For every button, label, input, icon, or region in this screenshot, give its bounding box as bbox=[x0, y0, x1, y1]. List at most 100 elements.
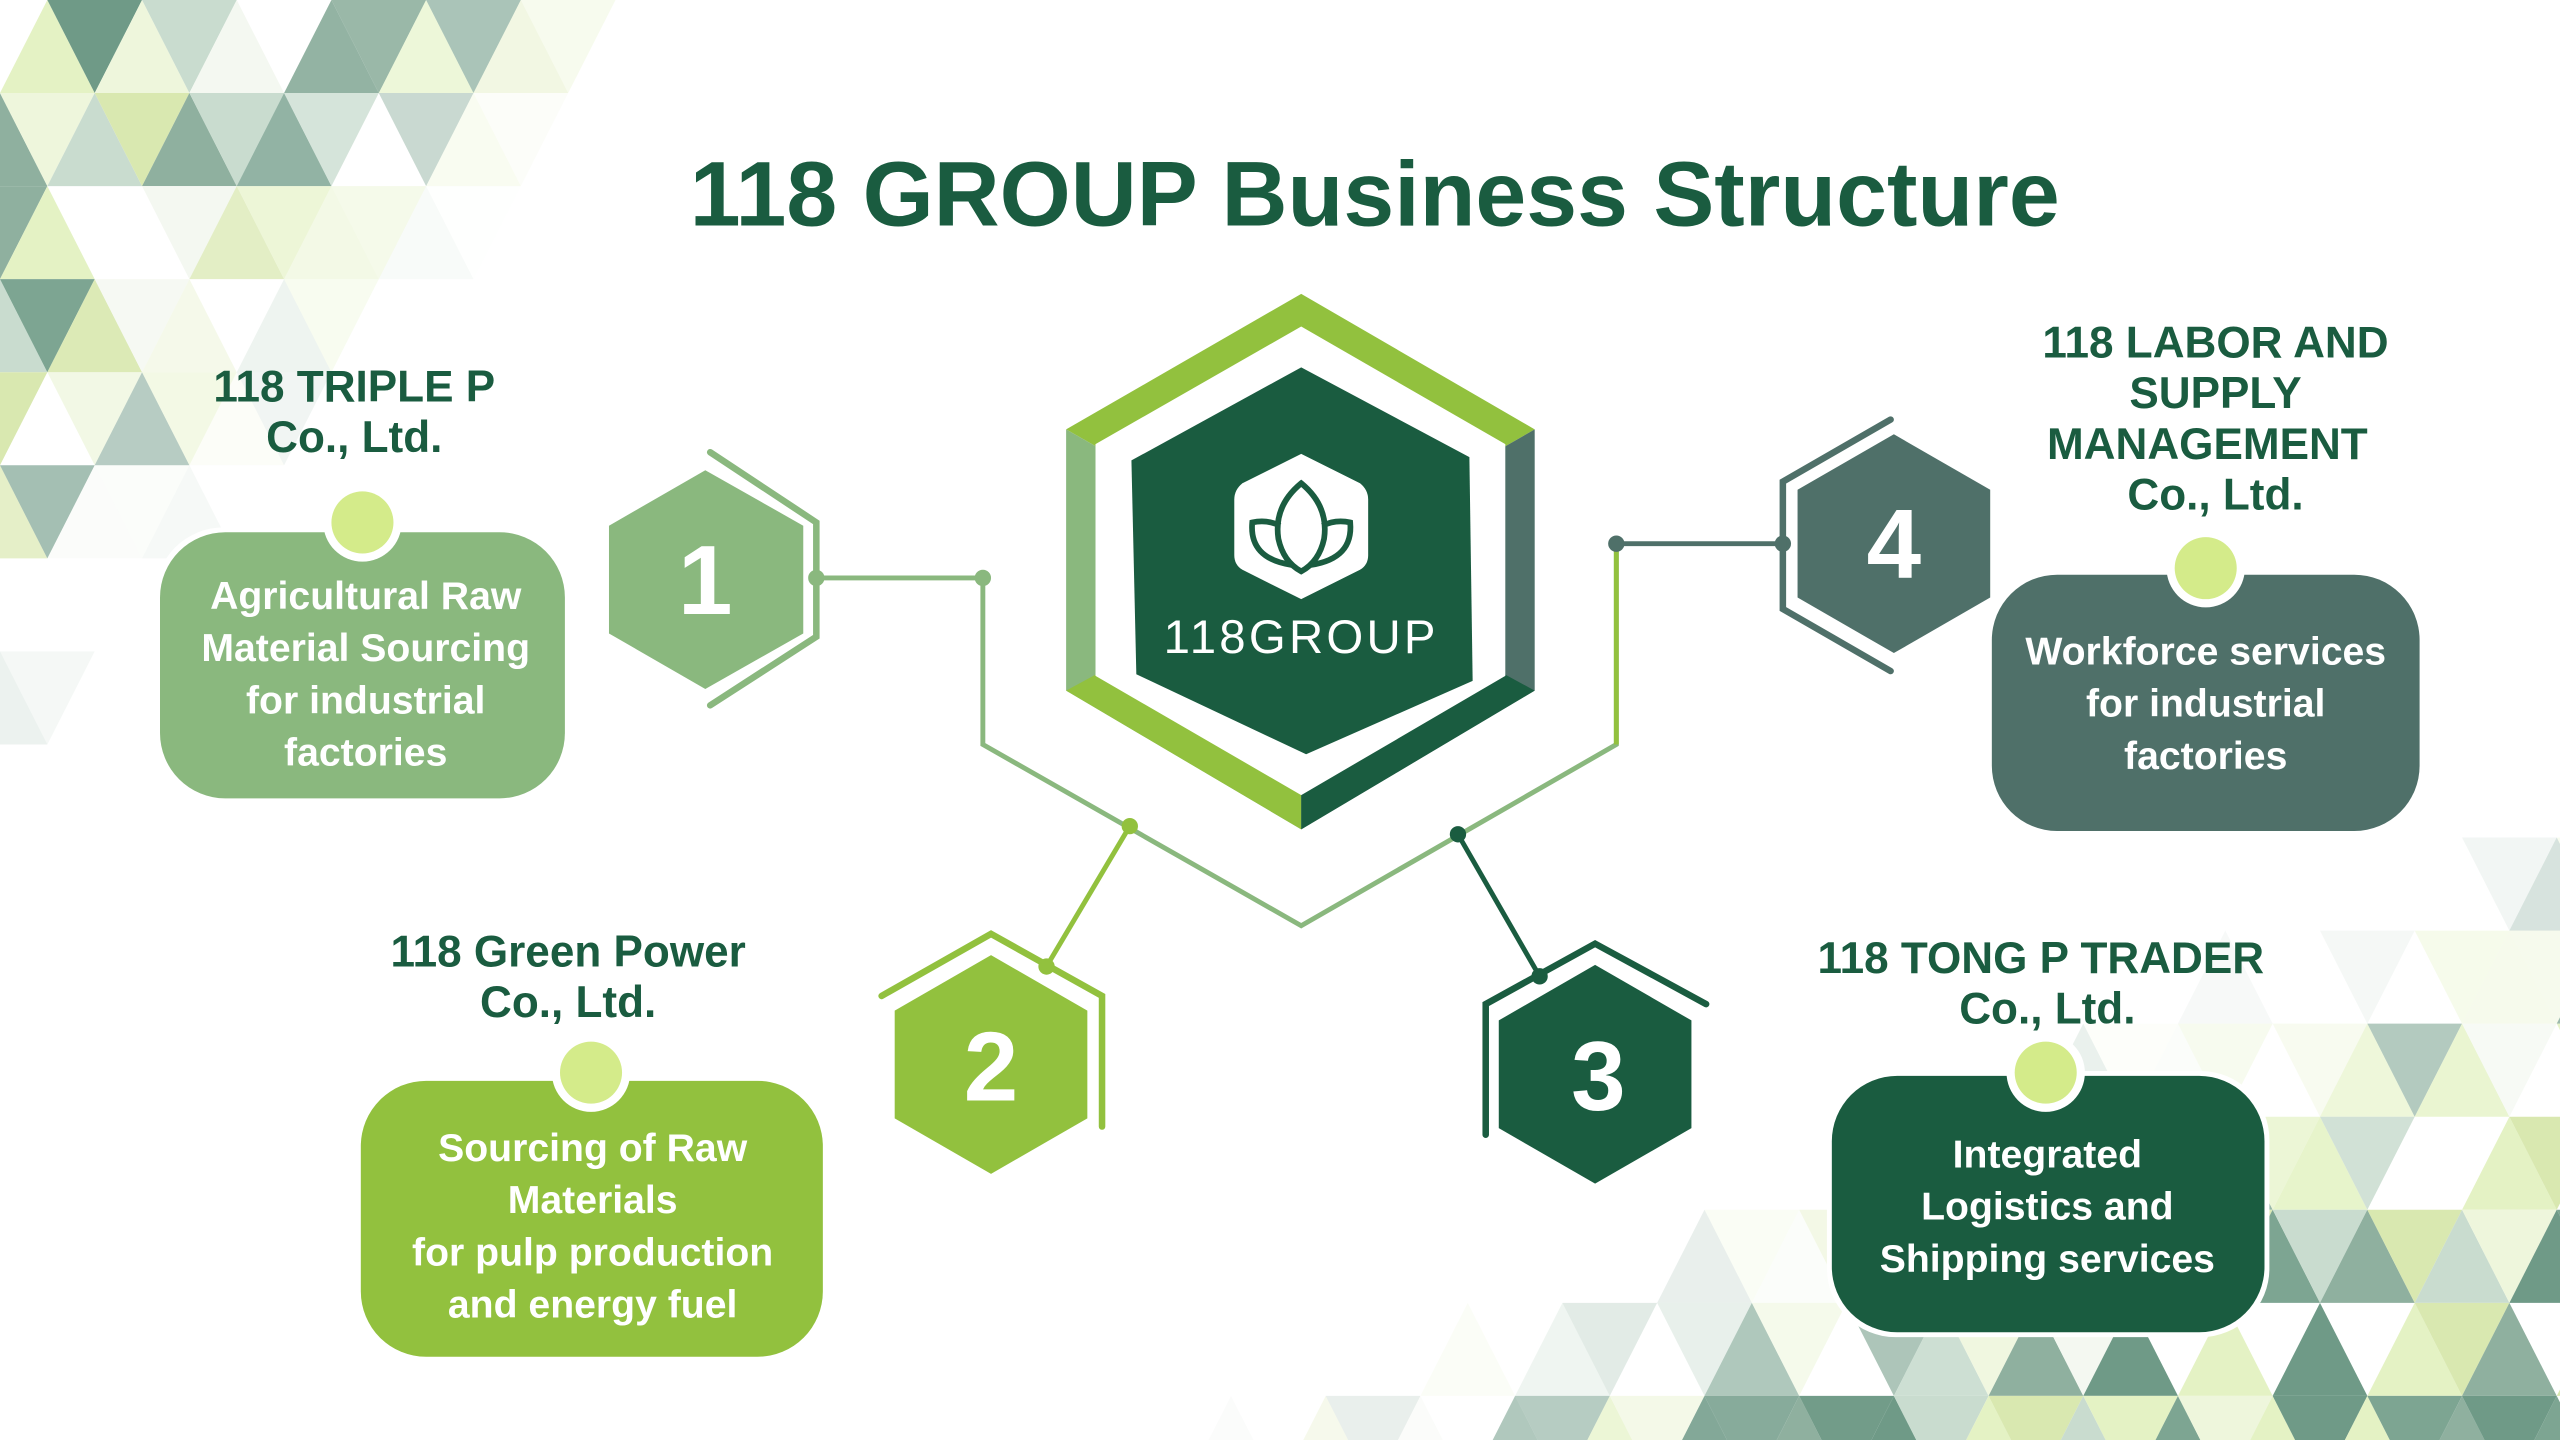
background-triangle bbox=[1492, 1395, 1538, 1440]
background-triangle bbox=[1799, 1395, 1894, 1440]
background-triangle bbox=[2177, 930, 2273, 1024]
background-triangle bbox=[47, 93, 143, 187]
background-triangle bbox=[2439, 1395, 2485, 1440]
background-triangle bbox=[0, 465, 95, 559]
background-triangle bbox=[1562, 1302, 1658, 1396]
background-triangle bbox=[2060, 1395, 2106, 1440]
hexagon-2: 2 bbox=[878, 930, 1106, 1174]
background-triangle bbox=[331, 186, 427, 280]
background-triangle bbox=[47, 372, 143, 466]
background-triangle bbox=[189, 186, 285, 280]
background-triangle bbox=[331, 0, 427, 94]
background-triangle bbox=[426, 186, 521, 280]
dot-marker bbox=[560, 1041, 623, 1104]
background-triangle bbox=[1751, 1302, 1847, 1396]
background-triangle bbox=[1776, 1395, 1822, 1440]
background-triangle bbox=[1871, 1395, 1917, 1440]
background-triangle bbox=[2367, 1302, 2463, 1396]
hexagon-number: 2 bbox=[964, 1011, 1018, 1121]
background-triangle bbox=[426, 0, 521, 94]
background-triangle bbox=[2414, 1209, 2510, 1303]
connector-lines bbox=[816, 541, 1783, 978]
background-triangle bbox=[0, 0, 95, 94]
background-triangle bbox=[2155, 1395, 2201, 1440]
background-triangle bbox=[47, 0, 143, 94]
background-triangle bbox=[2250, 1395, 2296, 1440]
background-triangle bbox=[473, 93, 569, 187]
background-triangle bbox=[2556, 1023, 2560, 1031]
background-triangle bbox=[1704, 1395, 1800, 1440]
background-triangle bbox=[2177, 1395, 2273, 1440]
background-triangle bbox=[1515, 1395, 1610, 1440]
background-triangle bbox=[2462, 1209, 2557, 1303]
dot-marker bbox=[2014, 1041, 2077, 1104]
hexagon-number: 3 bbox=[1571, 1021, 1625, 1131]
background-triangle bbox=[1657, 1302, 1752, 1396]
background-triangle bbox=[2177, 1302, 2273, 1396]
background-triangle bbox=[2462, 930, 2557, 1024]
background-triangle bbox=[0, 651, 95, 745]
background-triangle bbox=[189, 93, 285, 187]
background-triangle bbox=[2534, 1395, 2560, 1440]
background-triangle bbox=[1420, 1302, 1516, 1396]
background-triangle bbox=[2462, 1302, 2557, 1396]
background-triangle bbox=[520, 0, 616, 94]
background-triangle bbox=[2509, 1116, 2560, 1210]
background-triangle bbox=[284, 93, 379, 187]
hexagon-1: 1 bbox=[608, 448, 820, 709]
hexagon-4: 4 bbox=[1779, 416, 1991, 675]
background-triangle bbox=[2344, 1395, 2390, 1440]
background-triangle bbox=[378, 186, 474, 280]
background-triangle bbox=[1657, 1209, 1752, 1303]
hexagon-3: 3 bbox=[1482, 939, 1710, 1184]
background-triangle bbox=[94, 93, 190, 187]
background-triangle bbox=[236, 186, 332, 280]
background-triangle bbox=[2320, 1209, 2415, 1303]
background-triangle bbox=[378, 0, 474, 94]
background-triangle bbox=[2272, 1395, 2368, 1440]
background-triangle bbox=[2462, 1116, 2557, 1210]
background-triangle bbox=[2462, 1395, 2557, 1440]
background-triangle bbox=[2556, 1389, 2560, 1396]
background-triangle bbox=[2509, 930, 2560, 1024]
background-triangle bbox=[2083, 1395, 2178, 1440]
background-triangle bbox=[378, 93, 474, 187]
background-triangle bbox=[2414, 1023, 2510, 1117]
background-triangle bbox=[94, 465, 190, 559]
background-triangle bbox=[236, 93, 332, 187]
background-triangle bbox=[2367, 1395, 2463, 1440]
background-triangle bbox=[1988, 1395, 2084, 1440]
hexagon-number: 4 bbox=[1867, 489, 1921, 599]
background-triangle bbox=[426, 93, 521, 187]
background-triangle bbox=[1682, 1395, 1727, 1440]
background-triangle bbox=[142, 0, 237, 94]
background-triangle bbox=[2556, 837, 2560, 844]
background-triangle bbox=[2320, 1023, 2415, 1117]
background-triangle bbox=[1303, 1395, 1349, 1440]
background-triangle bbox=[142, 93, 237, 187]
background-triangle bbox=[1893, 1302, 1989, 1396]
background-triangle bbox=[2083, 1302, 2178, 1396]
background-triangle bbox=[94, 372, 190, 466]
background-triangle bbox=[1704, 1302, 1800, 1396]
background-triangle bbox=[2272, 1116, 2368, 1210]
background-triangle bbox=[0, 93, 95, 187]
background-triangle bbox=[1325, 1395, 1421, 1440]
background-triangle bbox=[2272, 1209, 2368, 1303]
background-triangle bbox=[1609, 1395, 1705, 1440]
background-triangle bbox=[1208, 1395, 1254, 1440]
background-triangle bbox=[284, 0, 379, 94]
background-triangle bbox=[2414, 1302, 2510, 1396]
background-triangle bbox=[2367, 1209, 2463, 1303]
background-triangle bbox=[1515, 1302, 1610, 1396]
background-triangle bbox=[236, 279, 332, 373]
background-triangle bbox=[142, 372, 237, 466]
background-triangle bbox=[2272, 1302, 2368, 1396]
logo-text: 118GROUP bbox=[1164, 611, 1439, 664]
background-triangle bbox=[2509, 837, 2560, 931]
